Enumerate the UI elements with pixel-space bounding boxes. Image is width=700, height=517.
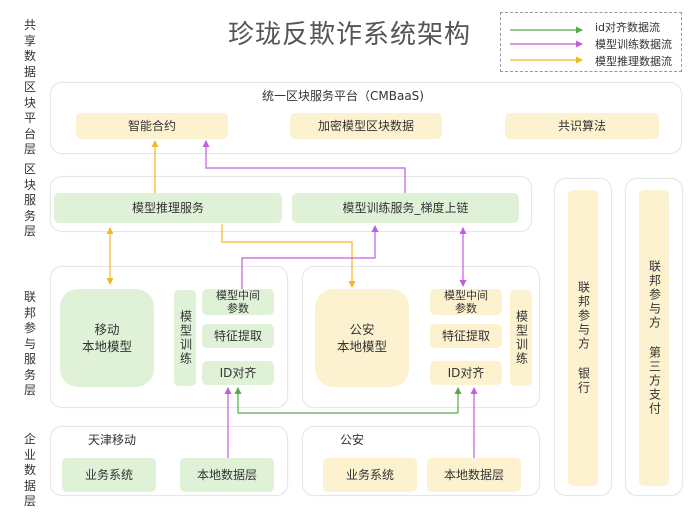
- mobile-middle-params-box: 模型中间 参数: [202, 289, 274, 315]
- police-local-model-box: 公安 本地模型: [315, 289, 409, 387]
- bank-participant-box: 联邦参与方 银行: [568, 190, 598, 486]
- legend-model-inference: 模型推理数据流: [595, 55, 672, 68]
- layer-label-enterprise-data: 企业数据层: [23, 432, 36, 508]
- mobile-id-align-box: ID对齐: [202, 361, 274, 385]
- arrow-mobile-params-to-training: [241, 225, 379, 289]
- enterprise-mobile-name: 天津移动: [88, 433, 137, 447]
- encrypted-model-block-data-box: 加密模型区块数据: [290, 113, 442, 139]
- inference-service-box: 模型推理服务: [54, 193, 282, 223]
- arrow-training-to-platform: [202, 140, 406, 193]
- mobile-local-model-box: 移动 本地模型: [60, 289, 154, 387]
- police-id-align-box: ID对齐: [430, 361, 502, 385]
- training-service-box: 模型训练服务_梯度上链: [292, 193, 519, 223]
- layer-label-federated-service: 联邦参与服务层: [23, 290, 36, 397]
- police-local-data-box: 本地数据层: [427, 458, 521, 492]
- police-model-training-box: 模型训练: [510, 290, 532, 386]
- arrow-inference-to-police: [221, 224, 356, 288]
- legend: id对齐数据流 模型训练数据流 模型推理数据流: [500, 12, 682, 72]
- smart-contract-box: 智能合约: [76, 113, 228, 139]
- enterprise-police-name: 公安: [340, 433, 365, 447]
- consensus-algorithm-box: 共识算法: [505, 113, 659, 139]
- platform-title: 统一区块服务平台（CMBaaS): [262, 89, 424, 103]
- police-feature-extraction-box: 特征提取: [430, 324, 502, 348]
- police-business-system-box: 业务系统: [323, 458, 417, 492]
- legend-id-align: id对齐数据流: [595, 21, 661, 34]
- mobile-local-data-box: 本地数据层: [180, 458, 274, 492]
- mobile-feature-extraction-box: 特征提取: [202, 324, 274, 348]
- layer-label-shared-data: 共享数据区块平台层: [23, 18, 36, 156]
- layer-label-blockchain-service: 区块服务层: [23, 162, 36, 238]
- mobile-model-training-box: 模型训练: [174, 290, 196, 386]
- legend-model-training: 模型训练数据流: [595, 38, 672, 51]
- arrow-id-align-left: [234, 387, 458, 414]
- payment-participant-box: 联邦参与方 第三方支付: [639, 190, 669, 486]
- mobile-business-system-box: 业务系统: [62, 458, 156, 492]
- diagram-title: 珍珑反欺诈系统架构: [228, 20, 472, 50]
- police-middle-params-box: 模型中间 参数: [430, 289, 502, 315]
